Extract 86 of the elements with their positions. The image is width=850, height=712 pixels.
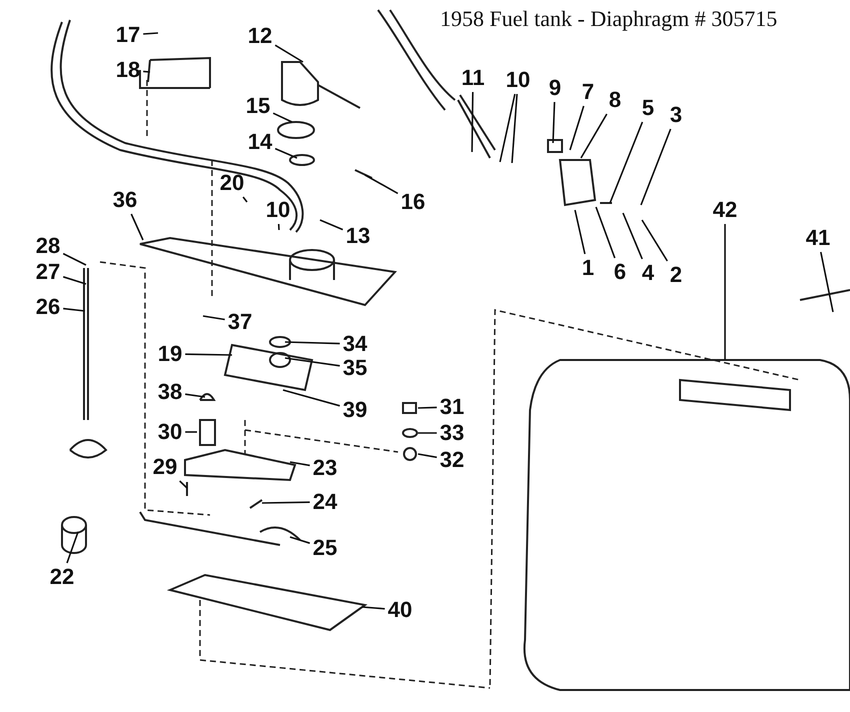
callout-number: 42	[712, 199, 738, 221]
callout-number: 2	[670, 264, 682, 286]
callout-number: 17	[116, 24, 140, 46]
leader-line	[66, 532, 79, 564]
leader-line	[143, 70, 150, 73]
callout-number: 28	[36, 235, 60, 257]
leader-line	[364, 174, 398, 194]
diagram-title: 1958 Fuel tank - Diaphragm # 305715	[440, 6, 778, 32]
callout-number: 11	[461, 67, 485, 89]
leader-line	[580, 114, 608, 158]
leader-line	[143, 32, 158, 35]
leader-line	[569, 106, 584, 150]
callout-number: 41	[806, 227, 830, 249]
leader-line	[622, 212, 643, 260]
callout-number: 25	[312, 537, 338, 559]
callout-number: 14	[248, 131, 272, 153]
callout-number: 19	[158, 343, 182, 365]
callout-number: 10	[506, 69, 530, 91]
leader-line	[595, 206, 616, 258]
leader-line	[284, 357, 340, 367]
callout-number: 23	[312, 457, 338, 479]
callout-number: 15	[246, 95, 270, 117]
leader-line	[290, 536, 310, 544]
leader-line	[282, 389, 340, 407]
callout-number: 12	[248, 25, 272, 47]
callout-number: 16	[400, 191, 426, 213]
leader-line	[609, 122, 644, 204]
leader-line	[202, 315, 225, 320]
callout-number: 5	[642, 97, 654, 119]
callout-number: 3	[670, 104, 682, 126]
leader-line	[471, 92, 474, 152]
callout-number: 36	[112, 189, 138, 211]
leader-line	[640, 128, 672, 206]
leader-line	[130, 214, 144, 240]
leader-line	[362, 606, 385, 610]
leader-line	[418, 406, 437, 409]
leader-line	[511, 94, 518, 164]
leader-line	[274, 148, 298, 159]
callout-number: 30	[158, 421, 182, 443]
callout-number: 29	[152, 456, 178, 478]
leader-line	[185, 353, 232, 356]
leader-line	[641, 220, 668, 262]
leader-line	[820, 252, 834, 312]
leader-line	[63, 308, 86, 312]
callout-number: 4	[642, 262, 654, 284]
callout-number: 20	[220, 172, 244, 194]
leader-line	[272, 112, 292, 123]
callout-number: 38	[158, 381, 182, 403]
leader-line	[284, 341, 340, 344]
callout-number: 7	[582, 81, 594, 103]
callout-number: 1	[582, 257, 594, 279]
leader-line	[574, 210, 586, 254]
callout-number: 34	[342, 333, 368, 355]
callout-number: 9	[548, 77, 562, 99]
leader-line	[552, 102, 556, 144]
leader-line	[62, 252, 86, 266]
leader-line	[274, 44, 304, 63]
leader-line	[320, 219, 344, 230]
leader-line	[724, 224, 726, 360]
callout-number: 27	[36, 261, 60, 283]
callout-number: 24	[312, 491, 338, 513]
callout-number: 35	[342, 357, 368, 379]
leader-line	[499, 94, 516, 162]
leader-line	[418, 453, 437, 458]
leader-line	[179, 480, 188, 489]
callout-number: 37	[228, 311, 252, 333]
leader-line	[62, 276, 86, 285]
callout-number: 39	[342, 399, 368, 421]
callout-number: 22	[50, 566, 74, 588]
leader-line	[278, 224, 280, 230]
leader-line	[242, 196, 248, 202]
callout-number: 6	[614, 261, 626, 283]
callout-number: 13	[346, 225, 370, 247]
leader-line	[262, 501, 310, 504]
leader-line	[185, 393, 206, 398]
callout-number: 8	[608, 89, 622, 111]
callout-number: 18	[116, 59, 140, 81]
callout-number: 33	[440, 422, 464, 444]
callout-number: 26	[36, 296, 60, 318]
leader-line	[418, 432, 437, 434]
callout-number: 40	[388, 599, 412, 621]
leader-line	[290, 461, 310, 466]
callout-number: 32	[440, 449, 464, 471]
callout-number: 31	[440, 396, 464, 418]
leader-line	[185, 431, 197, 433]
callout-number: 10	[266, 199, 290, 221]
